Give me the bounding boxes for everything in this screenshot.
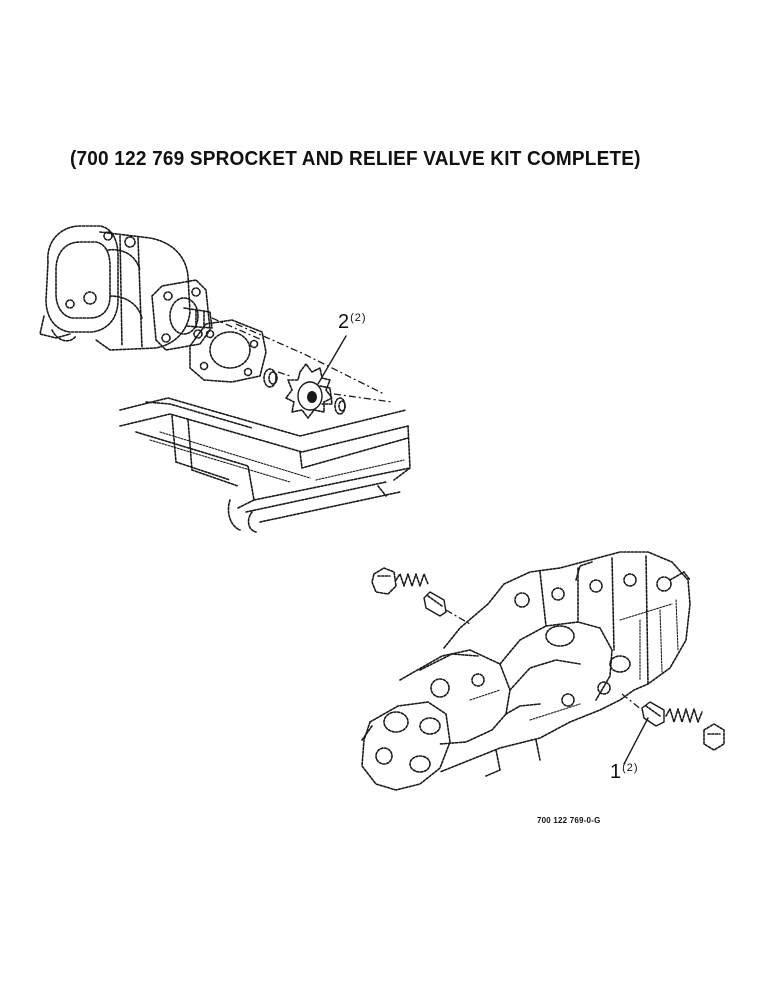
kit-title: (700 122 769 SPROCKET AND RELIEF VALVE K… (70, 148, 641, 171)
tandem-pump-body (361, 551, 691, 791)
callout-item-2-number: 2 (338, 311, 350, 333)
assembly-centerline-upper (211, 317, 393, 403)
gasket (189, 319, 267, 383)
callout-item-2: 2(2) (338, 312, 367, 332)
callout-item-1-qty: (2) (622, 762, 639, 774)
relief-valve-left (371, 567, 471, 625)
assembly-centerline-upper-b (235, 323, 385, 395)
relief-valve-right (621, 693, 725, 751)
pump-motor-assembly (39, 225, 213, 351)
callout-item-2-qty: (2) (350, 312, 367, 324)
mounting-frame (119, 397, 411, 533)
callout-item-1: 1(2) (610, 762, 639, 782)
callout-1-leader (623, 717, 649, 765)
figure-id: 700 122 769-0-G (537, 816, 601, 825)
sprocket-hardware (263, 363, 346, 419)
callout-2-leader (317, 335, 347, 385)
callout-item-1-number: 1 (610, 761, 622, 783)
